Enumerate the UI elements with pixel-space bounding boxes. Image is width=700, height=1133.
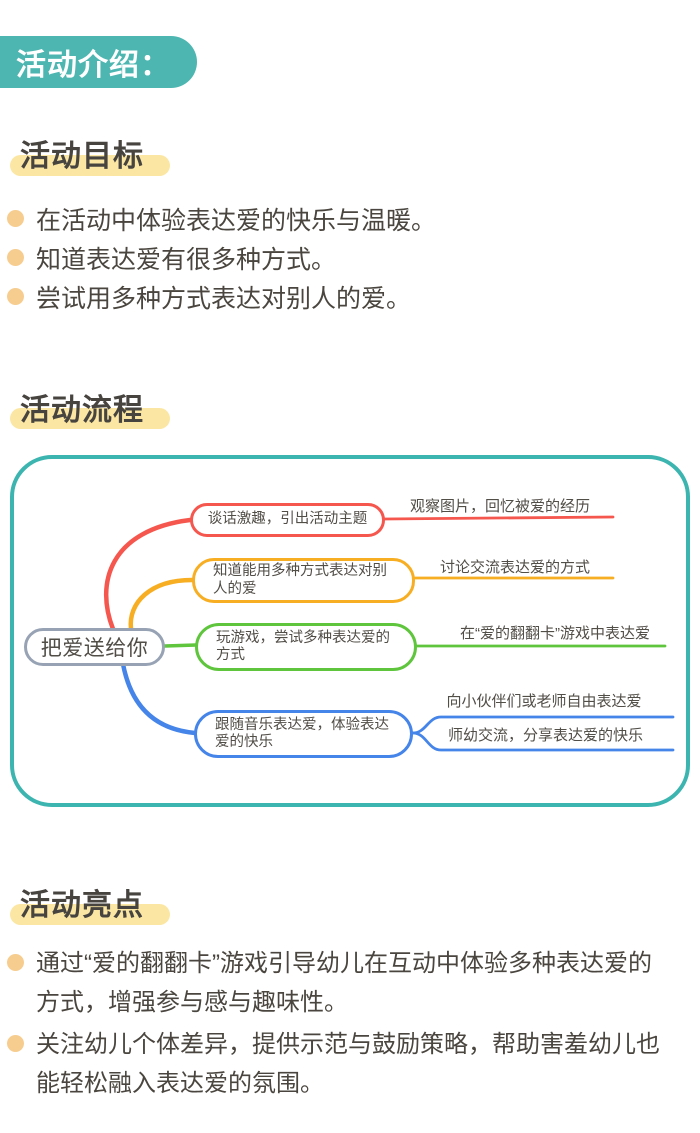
goal-item-text: 尝试用多种方式表达对别人的爱。 <box>36 284 412 313</box>
list-item: 关注幼儿个体差异，提供示范与鼓励策略，帮助害羞幼儿也能轻松融入表达爱的氛围。 <box>7 1025 672 1103</box>
mindmap: 把爱送给你 谈话激趣，引出活动主题 知道能用多种方式表达对别人的爱 玩游戏，尝试… <box>10 455 690 807</box>
mindmap-node-play-label: 玩游戏，尝试多种表达爱的方式 <box>216 629 390 664</box>
leaf-line-talk <box>383 515 615 521</box>
highlights-heading-highlight <box>10 904 170 925</box>
mindmap-node-talk-label: 谈话激趣，引出活动主题 <box>207 511 368 528</box>
bullet-icon <box>7 1035 24 1052</box>
bullet-icon <box>7 288 24 305</box>
goals-heading: 活动目标 <box>20 140 144 173</box>
list-item: 在活动中体验表达爱的快乐与温暖。 <box>7 199 436 238</box>
mindmap-connectors <box>104 515 675 752</box>
mindmap-root-label: 把爱送给你 <box>40 637 149 660</box>
mindmap-leaf-music-2: 师幼交流，分享表达爱的快乐 <box>447 727 643 744</box>
goal-item-text: 在活动中体验表达爱的快乐与温暖。 <box>36 206 437 235</box>
mindmap-node-talk: 谈话激趣，引出活动主题 <box>190 503 385 537</box>
goal-item-text: 知道表达爱有很多种方式。 <box>36 245 337 274</box>
bullet-icon <box>7 954 24 971</box>
flow-heading-highlight <box>10 408 170 429</box>
branch-curve-talk <box>104 517 193 632</box>
mindmap-leaf-play: 在“爱的翻翻卡”游戏中表达爱 <box>460 625 650 642</box>
list-item: 通过“爱的翻翻卡”游戏引导幼儿在互动中体验多种表达爱的方式，增强参与感与趣味性。 <box>7 944 672 1022</box>
bullet-icon <box>7 210 24 227</box>
highlights-heading: 活动亮点 <box>20 889 144 922</box>
mindmap-leaf-know: 讨论交流表达爱的方式 <box>440 559 591 576</box>
leaf-line-music-2 <box>411 731 675 752</box>
highlight-item-text: 通过“爱的翻翻卡”游戏引导幼儿在互动中体验多种表达爱的方式，增强参与感与趣味性。 <box>36 950 652 1016</box>
mindmap-node-music-label: 跟随音乐表达爱，体验表达爱的快乐 <box>215 716 389 751</box>
intro-badge-label: 活动介绍： <box>16 49 171 82</box>
mindmap-leaf-talk: 观察图片，回忆被爱的经历 <box>409 498 590 515</box>
mindmap-leaf-music-1: 向小伙伴们或老师自由表达爱 <box>446 693 642 710</box>
mindmap-root-node: 把爱送给你 <box>24 628 165 666</box>
goals-list: 在活动中体验表达爱的快乐与温暖。 知道表达爱有很多种方式。 尝试用多种方式表达对… <box>7 199 436 316</box>
intro-badge: 活动介绍： <box>0 36 197 88</box>
mindmap-node-music: 跟随音乐表达爱，体验表达爱的快乐 <box>194 710 413 758</box>
branch-curve-play <box>163 643 198 648</box>
bullet-icon <box>7 249 24 266</box>
branch-curve-music <box>120 661 198 736</box>
mindmap-node-know-label: 知道能用多种方式表达对别人的爱 <box>213 563 387 597</box>
branch-curve-know <box>128 577 195 632</box>
goals-heading-highlight <box>10 155 170 176</box>
highlight-item-text: 关注幼儿个体差异，提供示范与鼓励策略，帮助害羞幼儿也能轻松融入表达爱的氛围。 <box>36 1031 660 1097</box>
list-item: 尝试用多种方式表达对别人的爱。 <box>7 277 436 316</box>
list-item: 知道表达爱有很多种方式。 <box>7 238 436 277</box>
flow-heading: 活动流程 <box>20 394 144 427</box>
highlights-list: 通过“爱的翻翻卡”游戏引导幼儿在互动中体验多种表达爱的方式，增强参与感与趣味性。… <box>7 944 672 1106</box>
mindmap-node-play: 玩游戏，尝试多种表达爱的方式 <box>195 623 417 671</box>
mindmap-node-know: 知道能用多种方式表达对别人的爱 <box>192 558 415 603</box>
